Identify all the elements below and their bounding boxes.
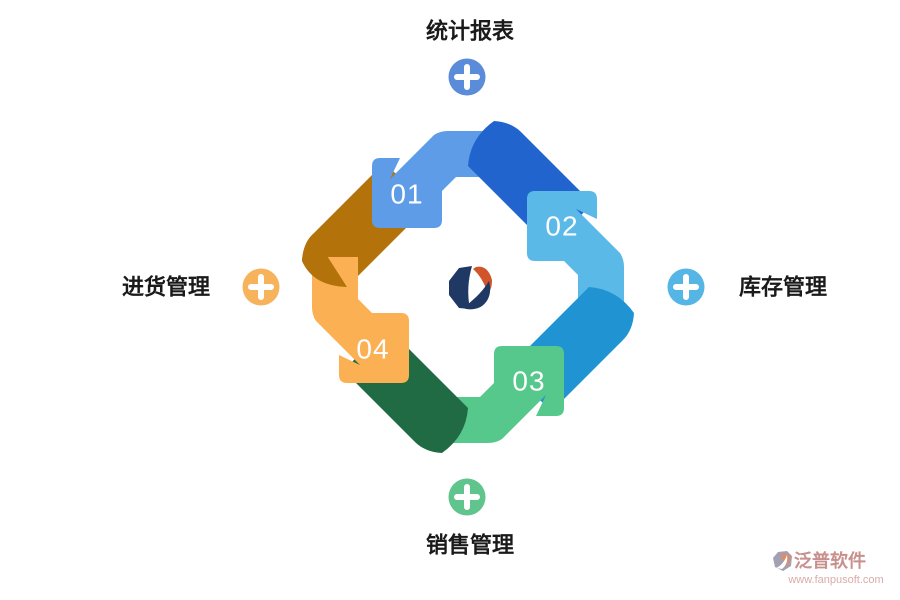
plus-button-bottom[interactable]: [448, 478, 486, 516]
plus-button-right[interactable]: [667, 268, 705, 306]
arrow-number-04: 04: [356, 334, 389, 365]
plus-icon: [248, 274, 274, 300]
label-bottom: 销售管理: [426, 533, 514, 558]
plus-icon: [454, 484, 480, 510]
watermark-logo-cut: [776, 555, 788, 569]
label-right: 库存管理: [739, 275, 827, 300]
arrow-number-03: 03: [512, 366, 545, 397]
plus-icon: [673, 274, 699, 300]
logo-swoosh-navy: [463, 281, 491, 310]
plus-button-left[interactable]: [242, 268, 280, 306]
label-top: 统计报表: [426, 19, 515, 44]
center-logo: [449, 266, 492, 310]
logo-hexagon-left: [449, 266, 472, 309]
watermark-brand: 泛普软件: [794, 550, 866, 571]
arrow-number-02: 02: [545, 211, 578, 242]
arrow-number-01: 01: [390, 179, 423, 210]
label-left: 进货管理: [122, 275, 210, 300]
watermark: 泛普软件 www.fanpusoft.com: [773, 550, 884, 586]
watermark-url: www.fanpusoft.com: [787, 574, 883, 586]
plus-button-top[interactable]: [448, 58, 486, 96]
cycle-diagram: 01 02 03 04: [302, 121, 634, 453]
plus-icon: [454, 64, 480, 90]
